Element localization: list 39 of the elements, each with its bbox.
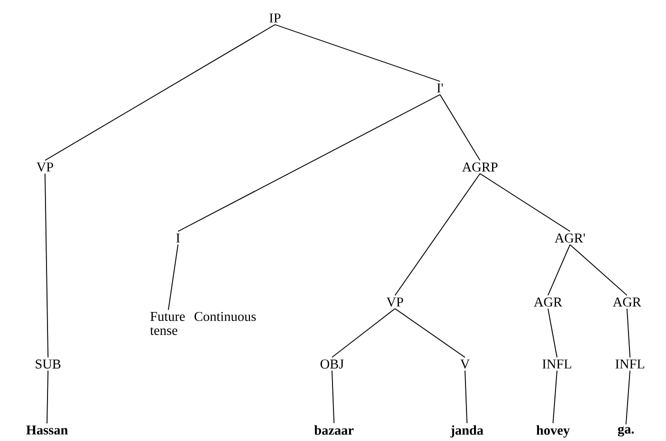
tree-branch — [394, 308, 466, 358]
tree-branch — [440, 94, 480, 161]
category-label: INFL — [542, 360, 572, 368]
category-label: AGR' — [554, 234, 585, 243]
word-label: ga. — [618, 426, 634, 436]
tree-branch — [168, 244, 178, 310]
tree-branch — [332, 370, 334, 424]
category-label: INFL — [615, 360, 644, 368]
tree-branch — [552, 370, 558, 424]
tree-branch — [626, 370, 630, 425]
tree-branch — [274, 24, 440, 82]
word-label: bazaar — [314, 425, 354, 435]
category-label: OBJ — [320, 360, 344, 369]
tree-branch — [464, 370, 468, 424]
tree-branch — [570, 244, 628, 296]
tree-branch — [178, 94, 440, 232]
category-label: AGR — [612, 298, 642, 307]
tree-branch — [480, 173, 570, 232]
tree-branch — [548, 308, 558, 358]
word-label: janda — [450, 425, 484, 438]
category-label: VP — [386, 298, 404, 307]
category-label: IP — [270, 14, 280, 22]
category-label: I' — [437, 84, 443, 92]
category-label: SUB — [36, 360, 60, 369]
word-label: hovey — [536, 425, 570, 438]
category-label: VP — [36, 162, 54, 172]
tree-branch — [394, 173, 480, 296]
tree-label: Future tense Continuous — [150, 312, 256, 335]
tree-branch — [626, 308, 630, 358]
tree-branch — [44, 24, 276, 161]
tree-branch — [44, 173, 48, 358]
category-label: AGRP — [462, 162, 498, 172]
tree-branch — [548, 244, 570, 296]
tree-branch — [332, 308, 396, 358]
word-label: Hassan — [26, 426, 68, 435]
category-label: V — [460, 360, 470, 369]
category-label: AGR — [534, 298, 562, 307]
category-label: I — [176, 234, 180, 242]
tree-branch — [46, 370, 48, 424]
